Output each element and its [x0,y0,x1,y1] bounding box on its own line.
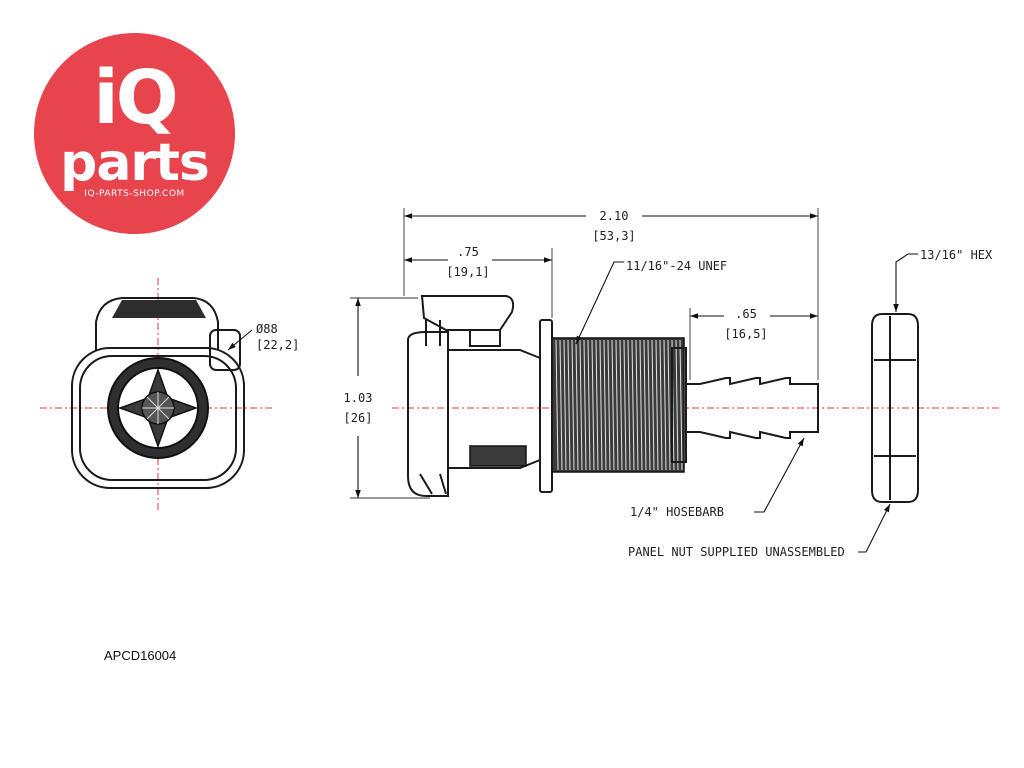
thread-line [587,339,591,471]
thread-callout: 11/16"-24 UNEF [626,259,727,273]
side-view [392,295,1000,503]
panel-flange [539,319,553,493]
thread-line [655,339,659,471]
coupling-foot [419,473,447,495]
thread-line [635,339,639,471]
thread-line [611,339,615,471]
part-number: APCD16004 [104,648,177,663]
thread-line [647,339,651,471]
thread-line [679,339,683,471]
thread-line [675,339,679,471]
thread-line [559,339,563,471]
coupling-latch [420,295,515,331]
thread-leader [575,261,624,345]
thread-line [659,339,663,471]
thread-line [603,339,607,471]
thread-line [651,339,655,471]
thread-line [615,339,619,471]
hose-barb [685,377,819,439]
overall-length-label: 2.10 [600,209,629,223]
front-view-latch [95,297,219,350]
thread-line [555,339,559,471]
diameter-mm-label: [22,2] [256,338,299,352]
thread-line [667,339,671,471]
front-view-valve-star [142,392,174,424]
front-view: Ø88 [22,2] [40,278,299,512]
thread-line [567,339,571,471]
thread-line [591,339,595,471]
hex-callout: 13/16" HEX [920,248,993,262]
thread-line [663,339,667,471]
coupling-latch-post [425,320,441,346]
coupling-length-mm-label: [19,1] [446,265,489,279]
panel-nut-callout: PANEL NUT SUPPLIED UNASSEMBLED [628,545,845,559]
thread-line [571,339,575,471]
thread-line [583,339,587,471]
front-view-body-inner [79,355,237,481]
height-mm-label: [26] [344,411,373,425]
thread-line [643,339,647,471]
front-view-side-tab [209,329,241,371]
thread-line [627,339,631,471]
barb-length-mm-label: [16,5] [724,327,767,341]
thread-line [607,339,611,471]
logo-main-text: iQ [93,55,178,141]
height-extension-lines [350,297,430,499]
extension-lines [403,208,819,380]
dimension-annotations: 2.10 [53,3] .75 [19,1] .65 [16,5] 1.03 [… [344,208,993,559]
thread-line [595,339,599,471]
panel-nut-leader [858,503,891,553]
thread-lines [555,339,683,471]
coupling-latch-block [469,329,501,347]
thread-line [631,339,635,471]
thread-line [579,339,583,471]
hosebarb-callout: 1/4" HOSEBARB [630,505,724,519]
coupling-length-label: .75 [457,245,479,259]
height-label: 1.03 [344,391,373,405]
diameter-leader [227,329,253,351]
barb-length-label: .65 [735,307,757,321]
panel-nut-flats [874,316,916,500]
diameter-label: Ø88 [256,322,278,336]
front-view-latch-dark [112,300,206,318]
thread-line [619,339,623,471]
thread-line [563,339,567,471]
front-view-body [71,347,245,489]
thread-line [599,339,603,471]
thread-line [639,339,643,471]
coupling-grip [469,445,527,467]
logo-sub-text: parts [60,133,210,193]
hex-leader [893,253,918,312]
iq-parts-logo: iQ parts IQ-PARTS-SHOP.COM [34,33,235,234]
hosebarb-leader [754,437,805,513]
logo-url-text: IQ-PARTS-SHOP.COM [84,189,185,199]
panel-nut [871,313,919,503]
thread-line [575,339,579,471]
thread-line [623,339,627,471]
overall-length-mm-label: [53,3] [592,229,635,243]
coupling-front-face [407,331,449,497]
